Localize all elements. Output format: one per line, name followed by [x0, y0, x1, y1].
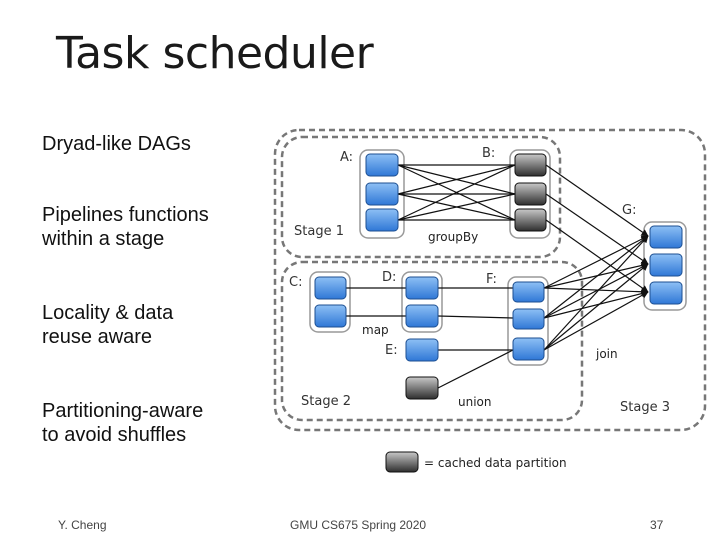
bullet-locality: Locality & data reuse aware — [42, 302, 174, 348]
partitions-d — [405, 276, 439, 328]
partition-b-3 — [514, 208, 547, 232]
partition-f-3 — [512, 337, 545, 361]
dataset-c — [309, 271, 351, 333]
partitions-g — [649, 225, 683, 305]
op-label-groupby: groupBy — [428, 230, 478, 244]
partition-g-1 — [649, 225, 683, 249]
partitions-a — [365, 153, 399, 232]
stage3-label: Stage 3 — [620, 400, 670, 415]
partitions-e — [405, 338, 439, 400]
partition-e-1 — [405, 338, 439, 362]
partition-g-3 — [649, 281, 683, 305]
node-label-b: B: — [482, 146, 495, 161]
footer-author: Y. Cheng — [58, 518, 107, 532]
bullet-pipelines: Pipelines functions within a stage — [42, 204, 209, 250]
partition-e-2 — [405, 376, 439, 400]
node-label-g: G: — [622, 203, 636, 218]
partition-b-2 — [514, 182, 547, 206]
partition-b-1 — [514, 153, 547, 177]
op-label-join: join — [595, 347, 618, 361]
stage3-box — [273, 128, 707, 432]
stage1-label: Stage 1 — [294, 224, 344, 239]
footer-page-number: 37 — [650, 518, 664, 532]
footer-course: GMU CS675 Spring 2020 — [290, 518, 427, 532]
edges-groupby — [397, 164, 516, 221]
dataset-f — [507, 276, 549, 366]
partition-g-2 — [649, 253, 683, 277]
node-label-d: D: — [382, 270, 396, 285]
partition-f-1 — [512, 281, 545, 303]
node-label-e: E: — [385, 343, 398, 358]
node-label-a: A: — [340, 150, 353, 165]
partition-f-2 — [512, 308, 545, 330]
bullet-partitioning: Partitioning-aware to avoid shuffles — [42, 400, 204, 446]
edges-join — [543, 164, 649, 351]
partition-a-1 — [365, 153, 399, 177]
edges-union — [437, 287, 514, 389]
partition-a-2 — [365, 182, 399, 206]
partition-d-2 — [405, 304, 439, 328]
legend-cached-swatch — [385, 451, 419, 473]
stage2-box — [280, 260, 584, 422]
partitions-f — [512, 281, 545, 361]
partition-a-3 — [365, 208, 399, 232]
stage2-label: Stage 2 — [301, 394, 351, 409]
partition-c-1 — [314, 276, 347, 300]
partitions-c — [314, 276, 347, 328]
partition-d-1 — [405, 276, 439, 300]
bullet-dryad-dags: Dryad-like DAGs — [42, 133, 191, 155]
edges-map — [346, 287, 406, 317]
legend-text: = cached data partition — [424, 456, 567, 470]
node-label-f: F: — [486, 272, 497, 287]
op-label-map: map — [362, 323, 389, 337]
partitions-b — [514, 153, 547, 232]
node-label-c: C: — [289, 275, 302, 290]
op-label-union: union — [458, 395, 492, 409]
partition-c-2 — [314, 304, 347, 328]
dataset-d — [401, 271, 443, 333]
slide-title: Task scheduler — [56, 28, 374, 79]
